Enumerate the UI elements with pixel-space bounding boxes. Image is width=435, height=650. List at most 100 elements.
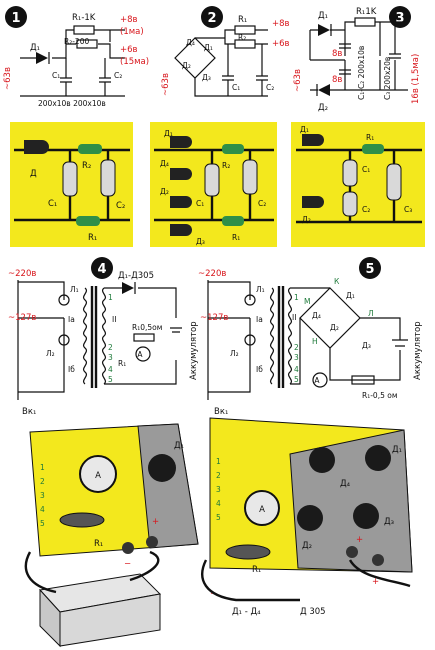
- label-m-fig5: М: [304, 297, 310, 306]
- panel2-plus-label-lower: +: [372, 577, 379, 587]
- diode-d1-symbol: [36, 52, 48, 64]
- tap-4-fig5: 4: [294, 365, 299, 374]
- label-d2-fig5: Д₂: [330, 323, 339, 332]
- figure-2-number: 2: [207, 11, 216, 26]
- panel1-tap-2: 2: [40, 477, 45, 486]
- diode-d3-stud: [353, 503, 379, 529]
- board1-label-d: Д: [30, 169, 37, 179]
- label-127v-fig4: ~127в: [8, 313, 36, 323]
- lamp-l1-fig4: [58, 294, 70, 306]
- label-input-voltage: ~63в: [3, 67, 13, 90]
- panel1-minus-label: −: [124, 559, 131, 569]
- figure-3-number: 3: [395, 11, 404, 26]
- label-output-1-fig2: +8в: [272, 19, 290, 29]
- label-input-voltage-fig3: ~63в: [293, 69, 303, 92]
- board3-label-c1: C₁: [362, 165, 370, 174]
- label-r1-value-fig4: R₁0,5ом: [132, 323, 162, 332]
- label-r1: R₁-1K: [72, 13, 96, 23]
- panel2-tap-5: 5: [216, 513, 221, 522]
- tap-numbers-fig5: 1 2 3 4 5: [294, 293, 299, 384]
- label-battery-fig5: Аккумулятор: [413, 321, 423, 380]
- label-127v-fig5: ~127в: [200, 313, 228, 323]
- board3-label-d2: Д₂: [302, 215, 311, 224]
- label-r1-fig5: R₁-0,5 ом: [362, 391, 397, 400]
- assembled-charger-1: A Д₁ R₁ − + 1 2 3 4 5: [24, 423, 199, 648]
- resistor-r1: [73, 25, 95, 35]
- board3-label-c3: C₃: [404, 205, 412, 214]
- label-output-1: +8в: [120, 15, 138, 25]
- tap-4-fig4: 4: [108, 365, 113, 374]
- label-ib-fig5: Iб: [256, 365, 263, 374]
- figure-4-number: 4: [97, 262, 106, 277]
- panel2-tap-3: 3: [216, 485, 221, 494]
- board3-label-d1: Д₁: [300, 125, 309, 134]
- label-k-fig5: К: [334, 277, 340, 286]
- label-d3-fig5: Д₃: [362, 341, 371, 350]
- label-d2-fig3: Д₂: [318, 103, 328, 113]
- ammeter-dial-1: [79, 455, 117, 493]
- board2-label-c2: C₂: [258, 199, 266, 208]
- resistor-r2-body: [78, 144, 102, 154]
- capacitor-c2-body: [100, 159, 116, 197]
- label-output-1-current: (1ма): [120, 27, 144, 37]
- label-d2-fig2: Д₂: [182, 61, 191, 70]
- label-r1-fig3: R₁1K: [356, 7, 377, 17]
- label-ii-fig5: II: [292, 313, 296, 322]
- diode-d1-stud-1: [148, 454, 176, 482]
- panel2-d4-label: Д₄: [340, 479, 351, 489]
- ammeter-fig5: [312, 372, 328, 388]
- capacitor-c2: [99, 58, 111, 96]
- panel2-tap-4: 4: [216, 499, 221, 508]
- label-switch-fig5: Вк₁: [214, 407, 228, 417]
- panel2-plus-label: +: [356, 535, 363, 545]
- resistor-r2-fig2: [234, 39, 256, 49]
- capacitor-c1-body: [62, 161, 78, 197]
- board2-label-d1: Д₁: [164, 129, 173, 138]
- figure-2-circuit: 2 ~63в Д₄ Д₁ Д₂ Д₃ R₁ R₂ C₁ C₂ +8в +6в: [161, 6, 290, 97]
- label-220v-fig4: ~220в: [8, 269, 36, 279]
- figure-2-badge: [201, 6, 223, 28]
- label-l-fig5: Л: [368, 309, 374, 318]
- diode-d1-stud-2: [365, 445, 391, 471]
- panel2-tap-2: 2: [216, 471, 221, 480]
- label-diode-fig4: Д₁-Д305: [118, 271, 154, 281]
- label-c1-fig2: C₁: [232, 83, 240, 92]
- diode-d-body: [24, 140, 49, 154]
- board2-label-d3: Д₃: [196, 237, 205, 246]
- resistor-r1-fig3: [354, 17, 376, 27]
- panel1-meter-label: A: [95, 471, 101, 481]
- panel2-taps: 1 2 3 4 5: [216, 457, 221, 522]
- figure-5-bridge-charger-circuit: 5 ~220в ~127в Л₁ Л₂ Iа Iб II Д₁ Д₂ Д₃ Д₄…: [198, 257, 423, 417]
- board3-label-c2: C₂: [362, 205, 370, 214]
- label-c1-c2-fig3: C₁-C₂ 200x10в: [357, 46, 366, 100]
- resistor-coil-1: [59, 512, 105, 528]
- tap-1-fig4: 1: [108, 293, 113, 302]
- label-ib-fig4: Iб: [68, 365, 75, 374]
- footer-diodes-label: Д₁ - Д₄: [232, 607, 261, 617]
- label-d1-fig2: Д₁: [204, 43, 213, 52]
- resistor-r1-body: [76, 216, 100, 226]
- label-ii-fig4: II: [112, 315, 116, 324]
- label-r1-fig2: R₁: [238, 15, 247, 25]
- label-d3-fig2: Д₃: [202, 73, 211, 82]
- board-2: Д₁ Д₄ Д₂ Д₃ R₂ R₁ C₁ C₂: [150, 122, 277, 247]
- ammeter-fig4: [135, 346, 151, 362]
- label-meter-fig4: A: [137, 350, 143, 359]
- figure-4-charger-circuit: 4 ~220в ~127в Л₁ Л₂ Iа Iб II Д₁-Д305 R₁0…: [8, 257, 199, 417]
- panel1-tap-3: 3: [40, 491, 45, 500]
- label-output-1-fig3: 8в: [332, 49, 342, 59]
- label-d4-fig5: Д₄: [312, 311, 321, 320]
- panel2-meter-label: A: [259, 505, 265, 515]
- tap-2-fig4: 2: [108, 343, 113, 352]
- panel1-tap-4: 4: [40, 505, 45, 514]
- figure-3-circuit: 3 ~63в Д₁ Д₂ R₁1K 8в 8в C₁-C₂ 200x10в C₃…: [293, 6, 421, 113]
- label-l1-fig4: Л₁: [70, 285, 79, 294]
- board2-label-d4: Д₄: [160, 159, 169, 168]
- label-input-voltage-fig2: ~63в: [161, 73, 171, 96]
- board1-label-r1: R₁: [88, 233, 97, 243]
- board2-label-r2: R₂: [222, 161, 230, 170]
- label-output-2-current: (15ма): [120, 57, 149, 67]
- board3-label-r1: R₁: [366, 133, 374, 142]
- lamp-l2-fig4: [58, 334, 70, 346]
- label-l1-fig5: Л₁: [256, 285, 265, 294]
